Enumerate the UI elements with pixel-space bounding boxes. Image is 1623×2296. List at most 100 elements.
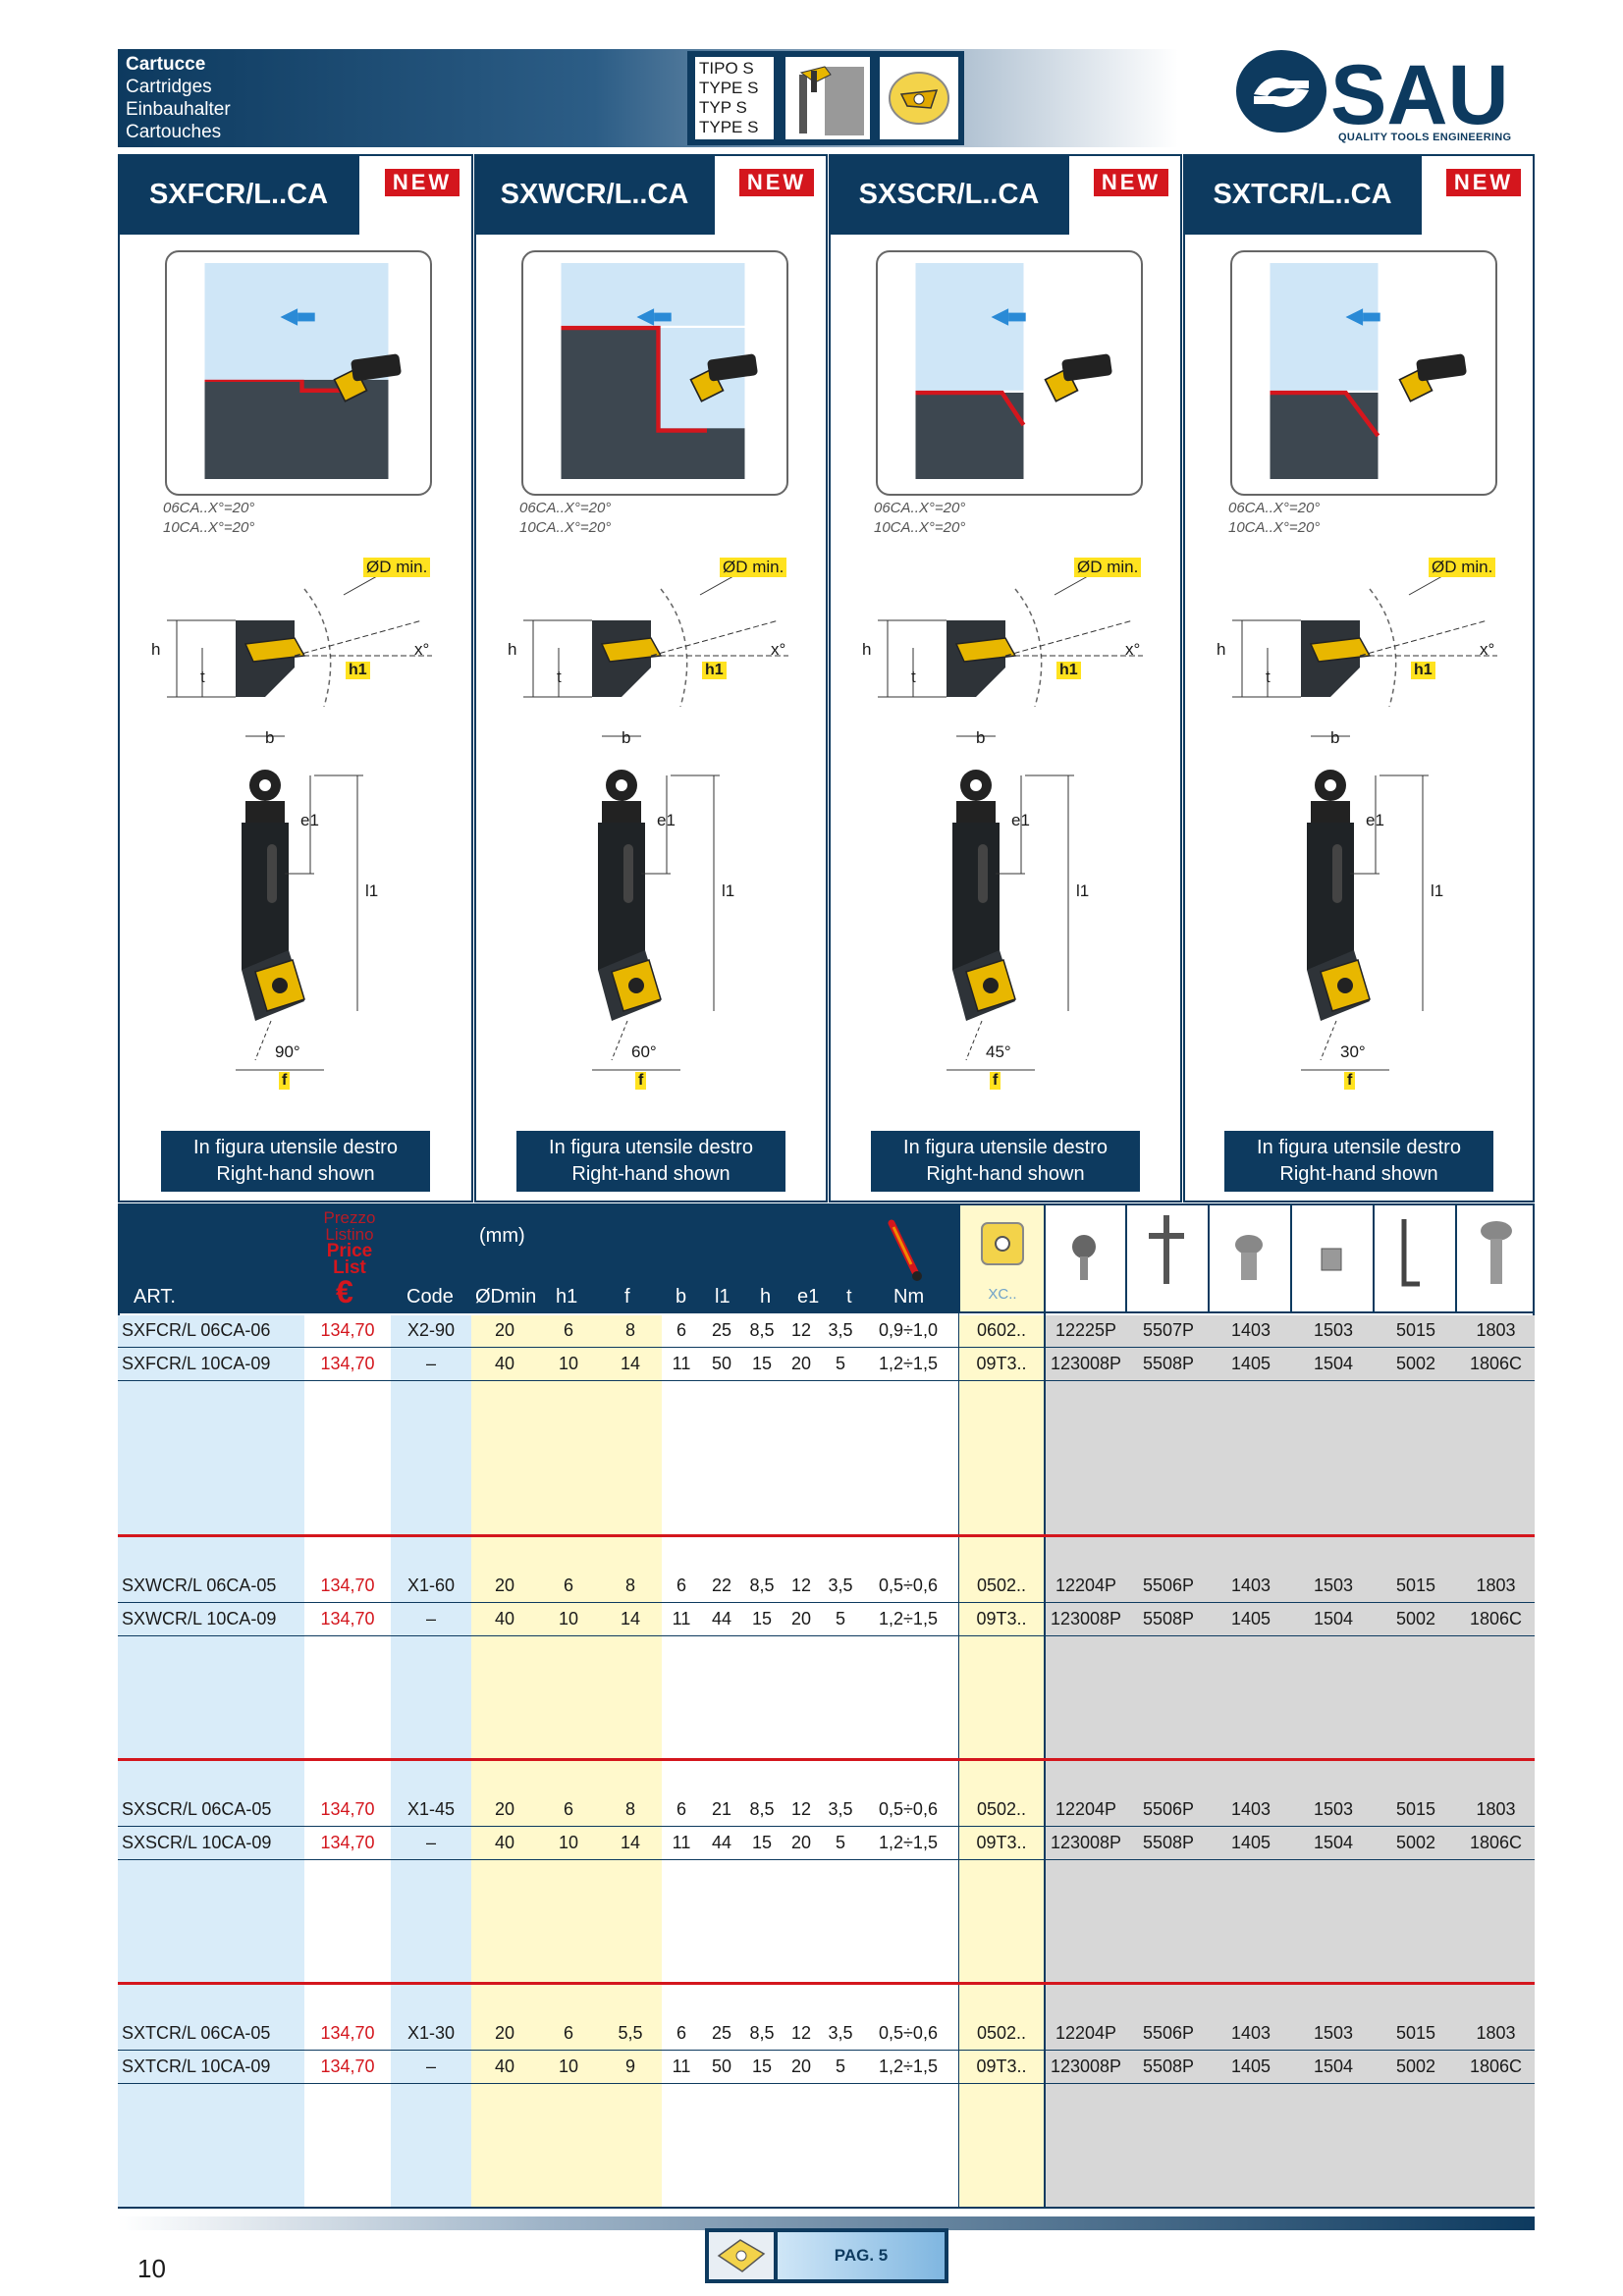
table-cell: 15: [751, 1833, 773, 1852]
table-cell: 15: [751, 1609, 773, 1629]
caption-en: Right-hand shown: [571, 1163, 730, 1185]
table-cell: 09T3..: [976, 1609, 1027, 1629]
table-cell: 134,70: [320, 1575, 375, 1595]
table-cell: 0,5÷0,6: [879, 1575, 938, 1595]
table-cell: 0502..: [976, 1799, 1027, 1819]
angle-note: 06CA..X°=20°10CA..X°=20°: [163, 499, 254, 538]
insert-ref-icon: [709, 2232, 774, 2279]
dim-b: b: [1330, 728, 1340, 747]
table-cell: 9: [624, 2056, 635, 2076]
sau-logo: SAU: [1232, 47, 1537, 150]
approach-angle: 45°: [986, 1042, 1011, 1061]
table-cell: 5507P: [1142, 1320, 1195, 1340]
product-title: SXSCR/L..CA: [829, 154, 1069, 235]
approach-angle: 60°: [631, 1042, 657, 1061]
column-band: [599, 1315, 662, 2207]
category-en: Cartridges: [126, 77, 212, 97]
table-cell: 40: [494, 1833, 515, 1852]
col-h: h: [760, 1286, 772, 1308]
dim-x: x°: [771, 640, 786, 659]
table-cell: 5508P: [1142, 2056, 1195, 2076]
footer-bar: [118, 2216, 1535, 2230]
dim-h: h: [862, 640, 872, 659]
table-cell: 134,70: [320, 1833, 375, 1852]
table-cell: 1405: [1230, 1833, 1271, 1852]
table-cell: 5: [835, 1354, 845, 1373]
table-cell: SXFCR/L 06CA-06: [122, 1320, 271, 1340]
table-cell: 134,70: [320, 1320, 375, 1340]
dim-b: b: [265, 728, 275, 747]
caption-it: In figura utensile destro: [549, 1137, 753, 1158]
machining-diagram: [165, 250, 432, 496]
col-torque: Nm: [893, 1286, 925, 1308]
table-cell: 5,5: [618, 2023, 643, 2043]
table-cell: 6: [676, 1320, 686, 1340]
column-band: [471, 1315, 538, 2207]
dim-e1: e1: [1011, 811, 1030, 829]
angle-note-06: 06CA..X°=20°: [874, 500, 966, 516]
approach-angle: 90°: [275, 1042, 300, 1061]
side-view-diagram: [858, 560, 1172, 708]
category-it: Cartucce: [126, 54, 206, 75]
hand-caption: In figura utensile destro Right-hand sho…: [871, 1131, 1140, 1192]
table-cell: 20: [494, 1799, 515, 1819]
table-cell: 0502..: [976, 1575, 1027, 1595]
dim-l1: l1: [1431, 881, 1444, 900]
logo-subtitle: QUALITY TOOLS ENGINEERING: [1338, 132, 1512, 143]
machining-diagram: [521, 250, 788, 496]
type-label-en: TYPE S: [699, 79, 759, 97]
dim-h: h: [508, 640, 517, 659]
dim-x: x°: [1480, 640, 1495, 659]
price-header-en: Price List: [326, 1241, 373, 1278]
dim-t: t: [557, 667, 562, 686]
table-cell: 20: [494, 1575, 515, 1595]
table-cell: 1803: [1476, 1575, 1516, 1595]
insert-icon: [880, 57, 958, 139]
row-divider: [118, 1602, 1535, 1603]
table-cell: 11: [672, 2056, 691, 2076]
group-separator: [118, 1982, 1535, 1985]
column-band: [958, 1315, 1045, 2207]
angle-note-06: 06CA..X°=20°: [519, 500, 612, 516]
table-cell: 6: [676, 1799, 686, 1819]
table-cell: SXSCR/L 06CA-05: [122, 1799, 272, 1819]
angle-note-10: 10CA..X°=20°: [163, 519, 255, 536]
page-ref-label[interactable]: PAG. 5: [778, 2232, 945, 2279]
euro-icon: €: [336, 1274, 353, 1309]
table-cell: –: [425, 2056, 436, 2076]
table-cell: 12: [790, 1320, 812, 1340]
table-cell: 8,5: [749, 1799, 775, 1819]
table-cell: 5: [835, 1833, 845, 1852]
torque-wrench-icon: [882, 1215, 931, 1289]
table-cell: 1806C: [1469, 1354, 1523, 1373]
hand-caption: In figura utensile destro Right-hand sho…: [516, 1131, 785, 1192]
table-cell: 1503: [1313, 1799, 1354, 1819]
table-cell: 1,2÷1,5: [879, 1354, 938, 1373]
table-cell: 44: [711, 1609, 732, 1629]
col-l1: l1: [715, 1286, 730, 1308]
table-cell: 5506P: [1142, 1799, 1195, 1819]
clamp-screw-icon: [1210, 1205, 1290, 1311]
category-fr: Cartouches: [126, 122, 222, 142]
table-cell: –: [425, 1609, 436, 1629]
product-title: SXWCR/L..CA: [474, 154, 715, 235]
angle-note: 06CA..X°=20°10CA..X°=20°: [1228, 499, 1320, 538]
table-cell: 40: [494, 2056, 515, 2076]
table-cell: 5015: [1395, 1320, 1436, 1340]
table-cell: 20: [790, 1833, 812, 1852]
dim-x: x°: [414, 640, 430, 659]
table-cell: 5015: [1395, 1575, 1436, 1595]
dim-x: x°: [1125, 640, 1141, 659]
column-band: [118, 1315, 304, 2207]
table-cell: 8: [624, 1799, 635, 1819]
table-cell: 1503: [1313, 1575, 1354, 1595]
row-divider: [118, 1635, 1535, 1636]
